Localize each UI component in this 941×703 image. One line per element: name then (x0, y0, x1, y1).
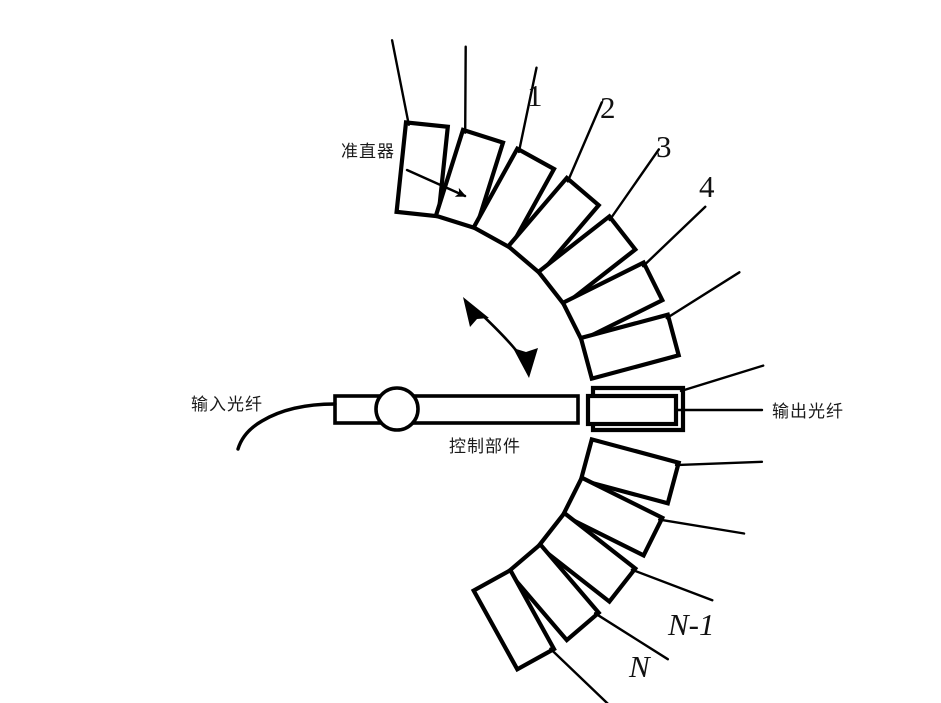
collimator-leader-7 (665, 271, 741, 320)
input-fiber-path (236, 402, 337, 451)
collimator-leader-13 (549, 647, 609, 703)
collimator-fan (390, 39, 765, 703)
collimator-leader-3 (517, 66, 538, 154)
collimator-leader-11 (630, 568, 714, 602)
collimator-annotation-label: 准直器 (341, 142, 395, 162)
collimator-number-n-minus-1: N-1 (667, 607, 715, 642)
collimator-1[interactable] (394, 120, 451, 219)
collimator-2[interactable] (433, 127, 506, 232)
collimator-number-1: 1 (527, 78, 543, 113)
collimator-leader-1 (390, 39, 410, 126)
output-fiber-annotation-label: 输出光纤 (772, 402, 844, 422)
collimator-leader-2 (464, 45, 467, 134)
collimator-4[interactable] (505, 174, 602, 277)
collimator-pointer-line (405, 168, 467, 198)
collimator-leader-9 (674, 460, 764, 467)
collimator-3[interactable] (470, 145, 557, 251)
collimator-leader-6 (641, 205, 707, 268)
collimator-12[interactable] (505, 541, 602, 644)
collimator-5[interactable] (535, 213, 639, 308)
collimator-number-2: 2 (600, 90, 616, 125)
pivot-circle[interactable] (374, 386, 420, 432)
collimator-number-3: 3 (656, 129, 672, 164)
collimator-leader-12 (593, 612, 669, 661)
collimator-13[interactable] (470, 567, 557, 673)
collimator-leader-5 (608, 148, 660, 222)
collimator-6[interactable] (560, 259, 666, 344)
control-component-annotation-label: 控制部件 (449, 437, 521, 457)
center-output-collimator[interactable] (585, 393, 679, 427)
collimator-number-4: 4 (699, 169, 715, 204)
input-fiber-annotation-label: 输入光纤 (191, 395, 263, 415)
collimator-number-n: N (628, 649, 652, 684)
collimator-leader-8 (679, 364, 765, 393)
collimator-9[interactable] (578, 436, 682, 506)
collimator-11[interactable] (535, 510, 639, 605)
control-bar[interactable] (333, 394, 580, 425)
collimator-10[interactable] (560, 474, 666, 559)
collimator-7[interactable] (578, 312, 682, 382)
rotation-arrow (463, 297, 538, 378)
collimator-leader-4 (566, 101, 603, 183)
control-component-assembly[interactable] (333, 386, 580, 432)
collimator-leader-10 (658, 518, 746, 535)
